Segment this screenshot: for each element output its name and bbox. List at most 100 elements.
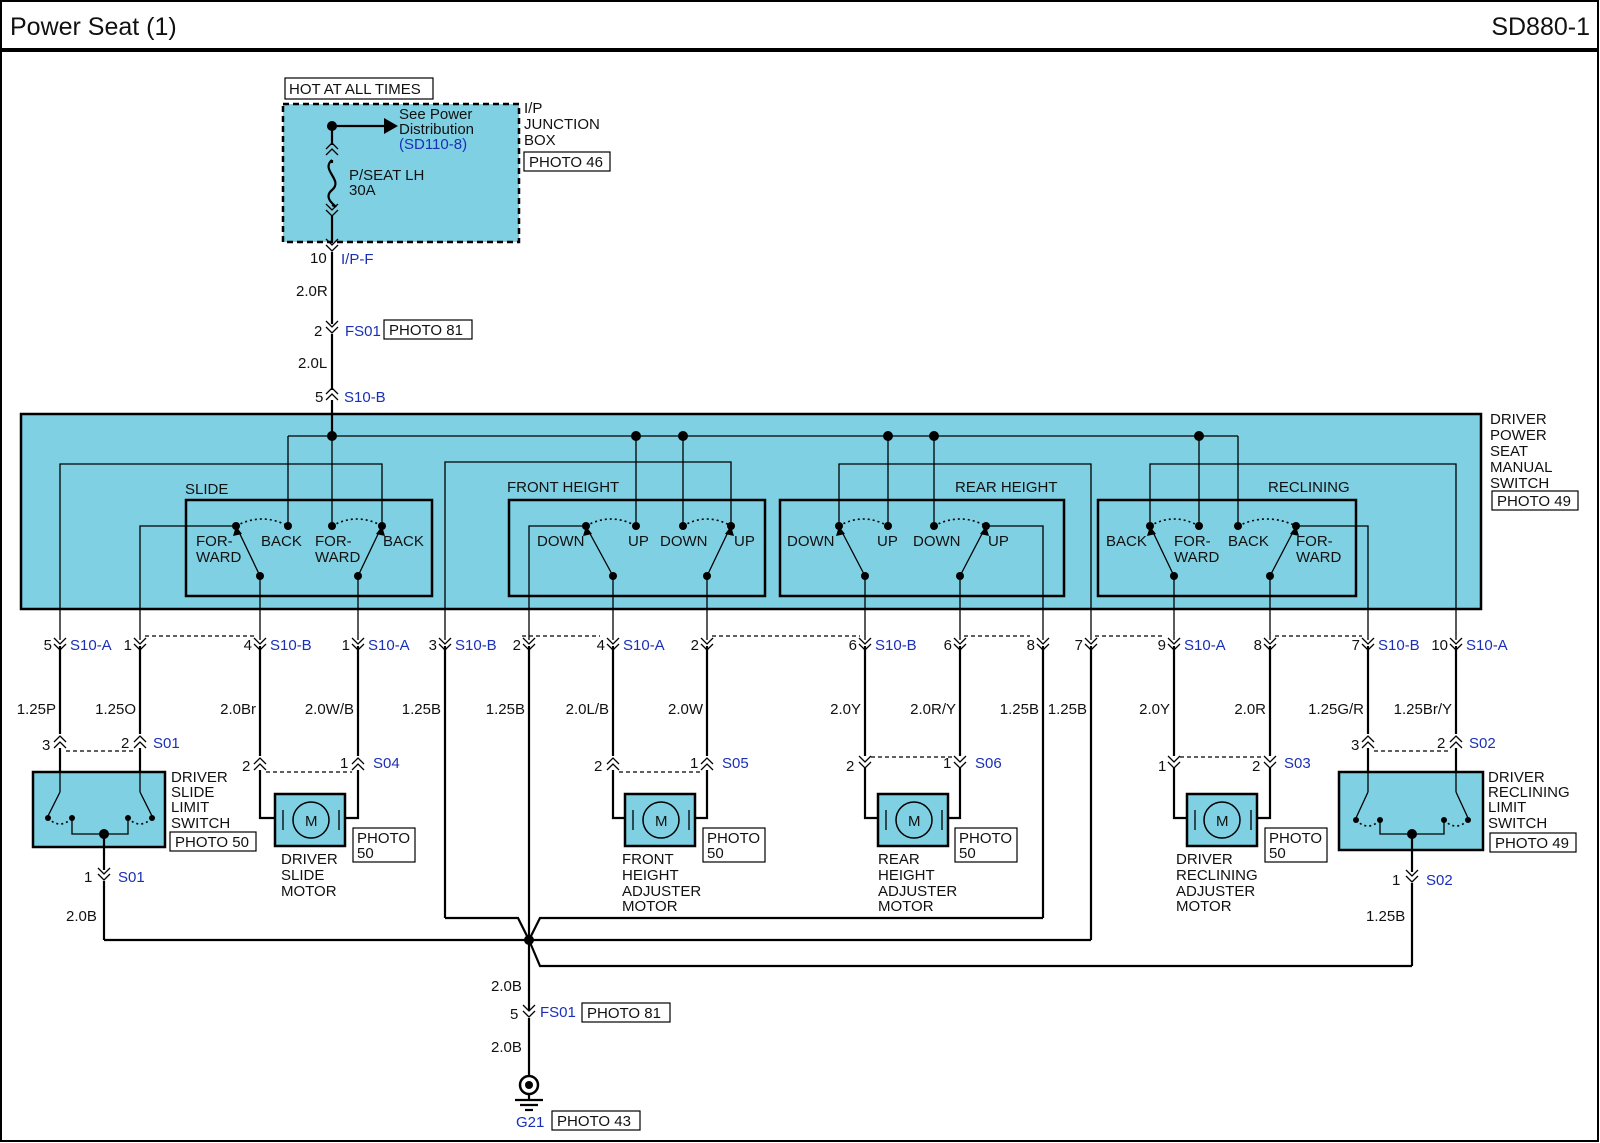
slide-motor-photo-tag [352, 827, 416, 863]
motor-icon [642, 801, 680, 839]
ground-fs-photo-tag [581, 1002, 671, 1023]
recl-limit-photo[interactable]: PHOTO 49 [1495, 835, 1569, 852]
slide-limit-name-4: SWITCH [171, 815, 230, 832]
switch-photo[interactable]: PHOTO 49 [1497, 493, 1571, 510]
pin-number: 2 [513, 637, 521, 654]
fs01-photo[interactable]: PHOTO 81 [389, 322, 463, 339]
slide-forward2-b: WARD [315, 549, 360, 566]
recl-limit-name-2: RECLINING [1488, 784, 1570, 801]
slide-forward1-a: FOR- [196, 533, 233, 550]
recl-motor-photo-tag [1264, 827, 1328, 863]
feed-wire1-label: 2.0R [296, 283, 328, 300]
recl-forward1-b: WARD [1174, 549, 1219, 566]
recl-motor-photo-1[interactable]: PHOTO [1269, 830, 1322, 847]
pin-number: 1 [124, 637, 132, 654]
switch-name-2: POWER [1490, 427, 1547, 444]
hot-at-all-times-label: HOT AT ALL TIMES [289, 81, 421, 98]
driver-slide-limit-switch: 3 2 S01 DRIVER SLIDE LIMIT SWITCH PHOTO … [31, 646, 257, 940]
sd110-8-link[interactable]: (SD110-8) [399, 136, 467, 153]
see-power-line1: See Power [399, 106, 472, 123]
motor-icon [1203, 801, 1241, 839]
rear-height-switch-box [778, 498, 1066, 598]
slide-group-label: SLIDE [185, 481, 228, 498]
slide-motor-name-3: MOTOR [281, 883, 337, 900]
junction-photo[interactable]: PHOTO 46 [529, 154, 603, 171]
wire-label: 2.0W [668, 701, 704, 718]
rear-motor-photo-1[interactable]: PHOTO [959, 830, 1012, 847]
slide-motor-photo-1[interactable]: PHOTO [357, 830, 410, 847]
wire-label: 1.25G/R [1308, 701, 1364, 718]
front-motor-name-3: ADJUSTER [622, 883, 701, 900]
pin-connector: S10-B [455, 637, 497, 654]
ground-photo[interactable]: PHOTO 43 [557, 1113, 631, 1130]
pin-number: 6 [849, 637, 857, 654]
switch-name-4: MANUAL [1490, 459, 1553, 476]
pin-number: 8 [1027, 637, 1035, 654]
recl-limit-name-1: DRIVER [1488, 769, 1545, 786]
wire-label: 1.25Br/Y [1394, 701, 1452, 718]
switch-name-5: SWITCH [1490, 475, 1549, 492]
slide-motor-pin1: 1 [340, 755, 348, 772]
front-height-adjuster-motor: 2 1 S05 M FRONT HEIGHT ADJUSTER MOTOR PH… [594, 646, 766, 915]
wire-label: 1.25B [402, 701, 441, 718]
recl-limit-pin2: 2 [1437, 735, 1445, 752]
front-motor-conn: S05 [722, 755, 749, 772]
front-motor-photo-1[interactable]: PHOTO [707, 830, 760, 847]
switch-feed-conn: S10-B [344, 389, 386, 406]
driver-slide-motor: 2 1 S04 M DRIVER SLIDE MOTOR PHOTO 50 [242, 646, 416, 900]
switch-body [19, 412, 1483, 611]
driver-power-seat-manual-switch: DRIVER POWER SEAT MANUAL SWITCH PHOTO 49… [19, 411, 1579, 640]
front-motor-pin2: 2 [594, 758, 602, 775]
wire-label: 1.25B [486, 701, 525, 718]
slide-switch-box [184, 498, 434, 598]
front-motor-pin1: 1 [690, 755, 698, 772]
feed-wire2-label: 2.0L [298, 355, 327, 372]
front-motor-symbol: M [655, 813, 668, 830]
front-motor-name-4: MOTOR [622, 898, 678, 915]
slide-motor-photo-2[interactable]: 50 [357, 845, 374, 862]
recl-limit-conn: S02 [1469, 735, 1496, 752]
slide-limit-photo[interactable]: PHOTO 50 [175, 834, 249, 851]
pin-connector: S10-B [1378, 637, 1420, 654]
pin-7: 22.0W [668, 637, 714, 718]
fs01-pin: 2 [314, 323, 322, 340]
recl-back2: BACK [1228, 533, 1269, 550]
pin-5: 2 1.25B [486, 637, 536, 718]
front-motor-photo-2[interactable]: 50 [707, 845, 724, 862]
recl-motor-photo-2[interactable]: 50 [1269, 845, 1286, 862]
front-motor-name-2: HEIGHT [622, 867, 679, 884]
slide-limit-gnd-wire: 2.0B [66, 908, 97, 925]
pin-number: 4 [597, 637, 605, 654]
reclining-switch-box [1096, 498, 1358, 598]
driver-reclining-limit-switch: 3 2 S02 DRIVER RECLINING LIMIT SWITCH PH… [1337, 646, 1577, 966]
ground-fs-photo[interactable]: PHOTO 81 [587, 1005, 661, 1022]
rear-motor-conn: S06 [975, 755, 1002, 772]
wire-label: 2.0R [1234, 701, 1266, 718]
motor-icon [292, 801, 330, 839]
pin-number: 7 [1352, 637, 1360, 654]
front-height-group-label: FRONT HEIGHT [507, 479, 619, 496]
reclining-group-label: RECLINING [1268, 479, 1350, 496]
fuse-name: P/SEAT LH [349, 167, 424, 184]
pin-connector: S10-A [623, 637, 665, 654]
pin-10: 81.25B [1000, 637, 1050, 718]
hot-at-all-times-tag [284, 77, 434, 100]
slide-limit-name-1: DRIVER [171, 769, 228, 786]
rear-motor-name-3: ADJUSTER [878, 883, 957, 900]
wire-label: 2.0Br [220, 701, 256, 718]
rear-motor-photo-2[interactable]: 50 [959, 845, 976, 862]
pin-number: 8 [1254, 637, 1262, 654]
pin-connector: S10-A [368, 637, 410, 654]
rear-height-adjuster-motor: 2 1 S06 M REAR HEIGHT ADJUSTER MOTOR PHO… [846, 646, 1018, 915]
rear-down2: DOWN [913, 533, 961, 550]
pin-number: 1 [342, 637, 350, 654]
junction-name-1: I/P [524, 100, 542, 117]
fuse-icon [327, 159, 337, 208]
rear-motor-name-1: REAR [878, 851, 920, 868]
recl-limit-name-3: LIMIT [1488, 799, 1526, 816]
pin-number: 7 [1075, 637, 1083, 654]
